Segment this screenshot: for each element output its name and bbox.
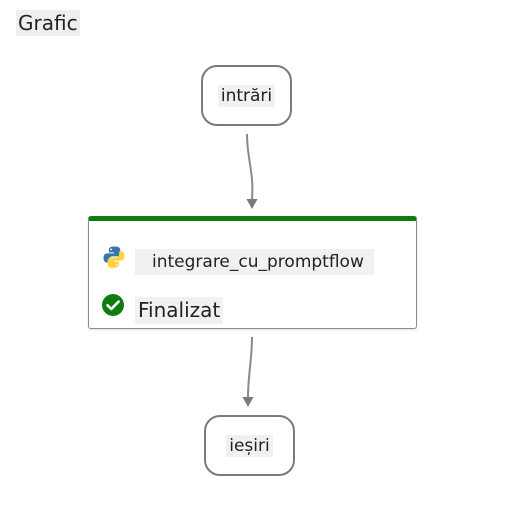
- inputs-node[interactable]: intrări: [201, 65, 292, 126]
- outputs-node[interactable]: ieșiri: [204, 415, 295, 476]
- edge-step-to-outputs: [247, 336, 253, 398]
- python-icon: [103, 246, 125, 268]
- graph-title: Grafic: [16, 10, 80, 36]
- step-node-integrare-cu-promptflow[interactable]: integrare_cu_promptflow Finalizat: [88, 216, 417, 329]
- edge-step-to-outputs-arrowhead: [242, 397, 254, 407]
- check-circle-icon: [102, 294, 124, 316]
- outputs-node-label: ieșiri: [226, 434, 273, 457]
- edge-inputs-to-step: [246, 133, 254, 201]
- step-status-text: Finalizat: [135, 297, 224, 324]
- step-node-name: integrare_cu_promptflow: [135, 249, 374, 275]
- edge-inputs-to-step-arrowhead: [246, 199, 258, 209]
- inputs-node-label: intrări: [217, 84, 276, 107]
